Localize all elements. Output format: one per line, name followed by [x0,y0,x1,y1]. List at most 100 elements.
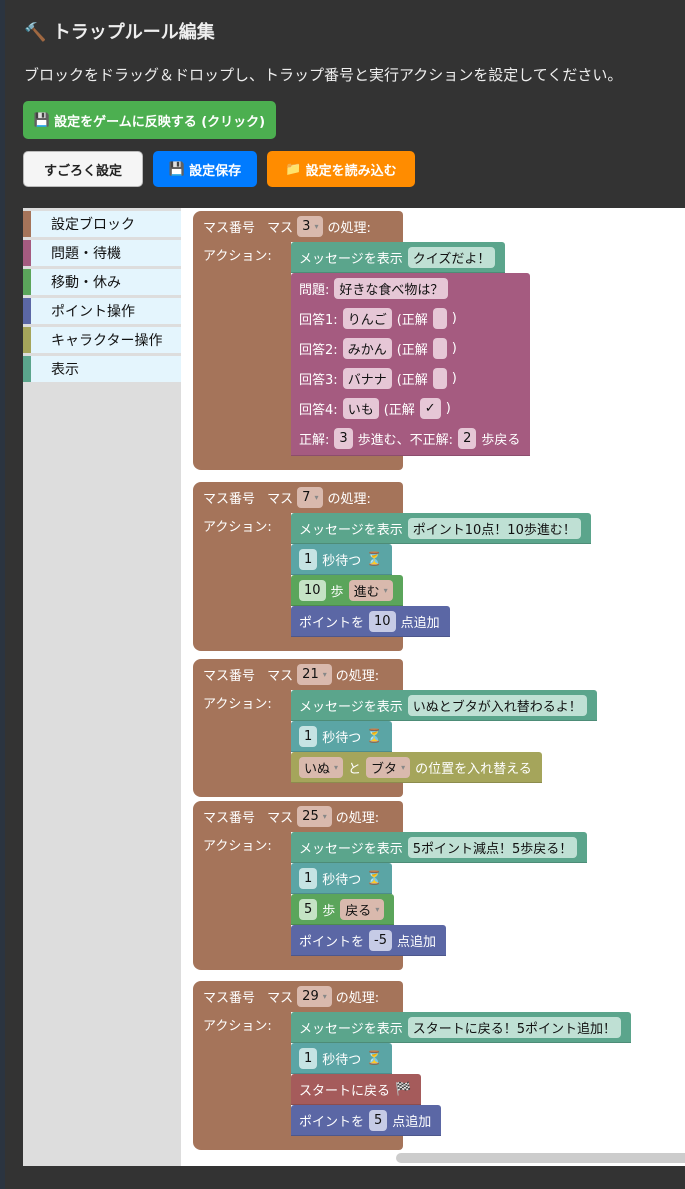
show-message-block[interactable]: メッセージを表示クイズだよ！ [291,242,506,273]
message-text-field[interactable]: いぬとブタが入れ替わるよ！ [407,694,587,716]
points-field[interactable]: -5 [369,929,392,951]
block-label: 問題: [299,283,330,298]
answer-field[interactable]: いも [342,398,379,419]
sugoroku-settings-button[interactable]: すごろく設定 [23,151,143,187]
checkered-flag-icon: 🏁 [395,1081,412,1097]
block-label: アクション: [203,839,272,854]
points-field[interactable]: 5 [369,1109,388,1131]
correct-checkbox[interactable] [432,338,447,359]
answer-field[interactable]: バナナ [342,368,392,389]
show-message-block[interactable]: メッセージを表示スタートに戻る！5ポイント追加！ [291,1012,632,1043]
seconds-field-value: 1 [304,1050,313,1066]
message-text-field[interactable]: 5ポイント減点！5歩戻る！ [407,836,578,858]
block-label: メッセージを表示 [299,1021,403,1037]
character-b-dropdown[interactable]: ブタ▾ [366,756,411,778]
character-a-dropdown-value: いぬ [304,761,331,777]
question-field[interactable]: 好きな食べ物は？ [334,278,449,299]
category-label: 問題・待機 [51,246,121,262]
toolbox-category[interactable]: 表示 [23,356,181,382]
blockly-workspace[interactable]: 設定ブロック問題・待機移動・休みポイント操作キャラクター操作表示 マス番号 マス… [23,208,685,1166]
direction-dropdown[interactable]: 戻る▾ [340,898,385,920]
forward-steps-field[interactable]: 3 [334,428,353,449]
correct-checkbox[interactable] [432,308,447,329]
toolbox-category[interactable]: 設定ブロック [23,211,181,237]
block-label: マス番号 [203,492,256,507]
show-message-block[interactable]: メッセージを表示いぬとブタが入れ替わるよ！ [291,690,597,721]
swap-characters-block[interactable]: いぬ▾とブタ▾の位置を入れ替える [291,752,542,783]
toolbox-category[interactable]: キャラクター操作 [23,327,181,353]
back-to-start-block[interactable]: スタートに戻る🏁 [291,1074,422,1105]
category-label: キャラクター操作 [51,333,163,349]
message-text-field[interactable]: ポイント10点！10歩進む！ [407,517,581,539]
block-label: アクション: [203,697,272,712]
hourglass-icon: ⏳ [366,551,383,567]
seconds-field[interactable]: 1 [299,725,318,747]
message-text-field-value: いぬとブタが入れ替わるよ！ [412,699,582,715]
folder-icon: 📁 [285,161,302,177]
steps-field[interactable]: 5 [299,898,318,920]
block-label: ポイントを [299,1114,365,1130]
points-field[interactable]: 10 [369,610,396,632]
answer-field[interactable]: みかん [342,338,392,359]
seconds-field[interactable]: 1 [299,548,318,570]
message-text-field[interactable]: クイズだよ！ [407,246,496,268]
square-dropdown[interactable]: 29▾ [297,986,332,1007]
block-label: 秒待つ [322,730,362,746]
toolbox-category[interactable]: 問題・待機 [23,240,181,266]
seconds-field[interactable]: 1 [299,1047,318,1069]
block-label: ) [451,311,457,326]
show-message-block[interactable]: メッセージを表示ポイント10点！10歩進む！ [291,513,591,544]
save-settings-button[interactable]: 💾設定保存 [153,151,257,187]
quiz-block[interactable]: 問題:好きな食べ物は？回答1:りんご(正解)回答2:みかん(正解)回答3:バナナ… [291,273,531,456]
square-dropdown[interactable]: 7▾ [297,487,324,508]
square-dropdown[interactable]: 21▾ [297,664,332,685]
block-label: スタートに戻る [299,1083,391,1099]
square-dropdown[interactable]: 3▾ [297,216,324,237]
points-field-value: 10 [374,613,391,629]
character-a-dropdown[interactable]: いぬ▾ [299,756,344,778]
apply-to-game-button[interactable]: 💾設定をゲームに反映する (クリック) [23,101,276,139]
correct-checkbox[interactable] [432,368,447,389]
back-steps-field[interactable]: 2 [458,428,477,449]
block-label: ポイントを [299,615,365,631]
direction-dropdown[interactable]: 進む▾ [348,579,393,601]
correct-checkbox[interactable]: ✓ [419,398,441,419]
seconds-field[interactable]: 1 [299,867,318,889]
steps-field[interactable]: 10 [299,579,326,601]
category-label: 設定ブロック [51,217,135,233]
message-text-field[interactable]: スタートに戻る！5ポイント追加！ [407,1016,622,1038]
category-label: ポイント操作 [51,304,135,320]
answer-field-value: みかん [347,343,387,358]
block-label: マス番号 [203,991,256,1006]
load-settings-button[interactable]: 📁設定を読み込む [267,151,415,187]
square-dropdown[interactable]: 25▾ [297,806,332,827]
answer-line: 回答1:りんご(正解) [299,308,457,329]
block-label: 正解: [299,433,330,448]
dropdown-arrow-icon: ▾ [401,762,406,772]
block-label: 回答 [299,343,326,358]
answer-field[interactable]: りんご [342,308,392,329]
toolbox-category[interactable]: 移動・休み [23,269,181,295]
block-label: (正解 [383,403,415,418]
horizontal-scrollbar[interactable] [396,1153,685,1163]
toolbox-category[interactable]: ポイント操作 [23,298,181,324]
